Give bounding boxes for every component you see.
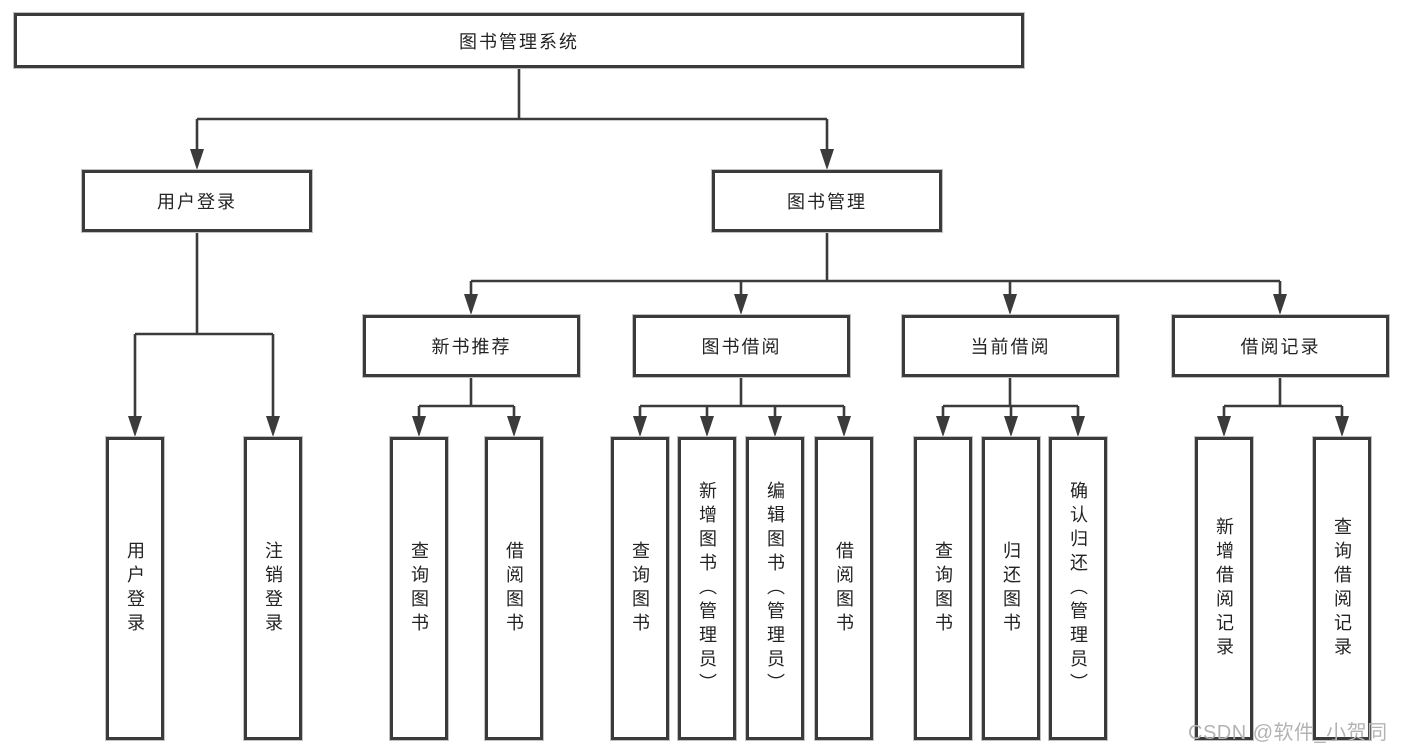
node-new-book-recommendation: 新书推荐: [363, 315, 580, 377]
leaf-query-borrow-record: 查询借阅记录: [1313, 437, 1371, 740]
leaf-add-books-admin: 新增图书（管理员）: [678, 437, 736, 740]
node-book-borrowing: 图书借阅: [633, 315, 850, 377]
node-current-borrowing: 当前借阅: [902, 315, 1119, 377]
node-borrowing-records: 借阅记录: [1172, 315, 1389, 377]
leaf-add-borrow-record: 新增借阅记录: [1195, 437, 1253, 740]
leaf-query-books-current: 查询图书: [914, 437, 972, 740]
leaf-borrow-books: 借阅图书: [815, 437, 873, 740]
leaf-logout: 注销登录: [244, 437, 302, 740]
leaf-user-login: 用户登录: [106, 437, 164, 740]
leaf-return-books: 归还图书: [982, 437, 1040, 740]
leaf-borrow-books-recommend: 借阅图书: [485, 437, 543, 740]
leaf-confirm-return-admin: 确认归还（管理员）: [1049, 437, 1107, 740]
leaf-query-books-borrow: 查询图书: [611, 437, 669, 740]
node-user-login: 用户登录: [82, 170, 312, 232]
watermark: CSDN @软件_小贺同学: [1188, 722, 1388, 744]
leaf-edit-books-admin: 编辑图书（管理员）: [746, 437, 804, 740]
leaf-query-books-recommend: 查询图书: [390, 437, 448, 740]
node-book-management: 图书管理: [712, 170, 942, 232]
node-root-library-system: 图书管理系统: [14, 13, 1024, 68]
